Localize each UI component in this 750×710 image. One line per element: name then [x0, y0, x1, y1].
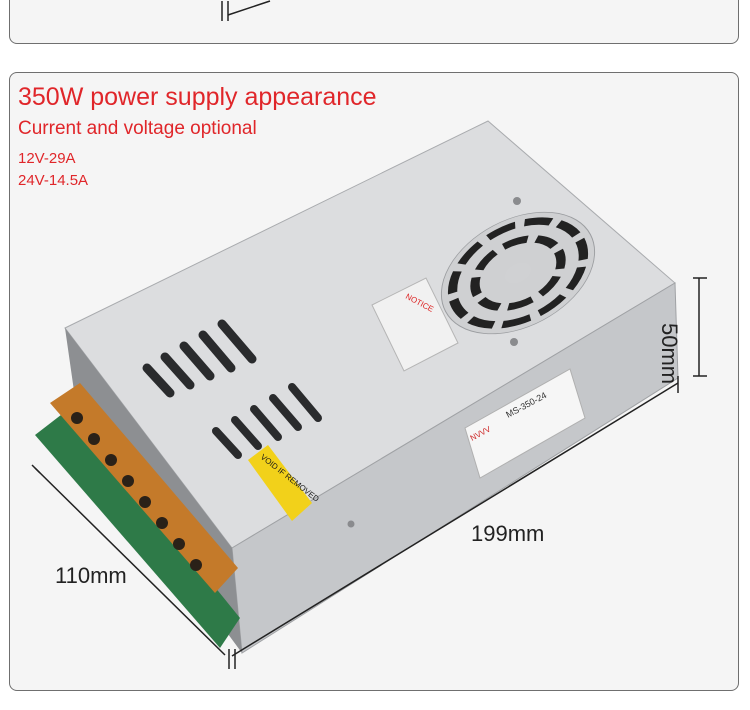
- screw: [513, 197, 521, 205]
- section-subtitle: Current and voltage optional: [18, 118, 257, 139]
- width-dimension-label: 199mm: [471, 521, 545, 546]
- pcb-board: [35, 408, 240, 648]
- product-label: [464, 368, 586, 479]
- dimension-lines: [31, 277, 707, 669]
- cooling-fan: [440, 211, 596, 335]
- height-dimension-label: 50mm: [657, 323, 682, 385]
- vent-slots-lower: [212, 383, 322, 459]
- section-title: 350W power supply appearance: [18, 83, 377, 111]
- power-supply-appearance-card: NOTICE NVVV MS-350-24 VOID IF REMOVED: [9, 72, 739, 691]
- terminal-screws: [71, 412, 202, 571]
- previous-section-card: [9, 0, 739, 44]
- previous-dimension-line: [221, 0, 271, 21]
- spec-option-24v: 24V-14.5A: [18, 172, 89, 189]
- depth-dimension-label: 110mm: [55, 563, 127, 588]
- power-supply-illustration: NOTICE NVVV MS-350-24 VOID IF REMOVED: [31, 120, 707, 669]
- notice-sticker: [371, 277, 459, 372]
- screw: [510, 338, 518, 346]
- void-seal: [248, 445, 312, 521]
- screw: [347, 520, 355, 528]
- spec-option-12v: 12V-29A: [18, 150, 76, 167]
- vent-slots-top: [142, 319, 257, 398]
